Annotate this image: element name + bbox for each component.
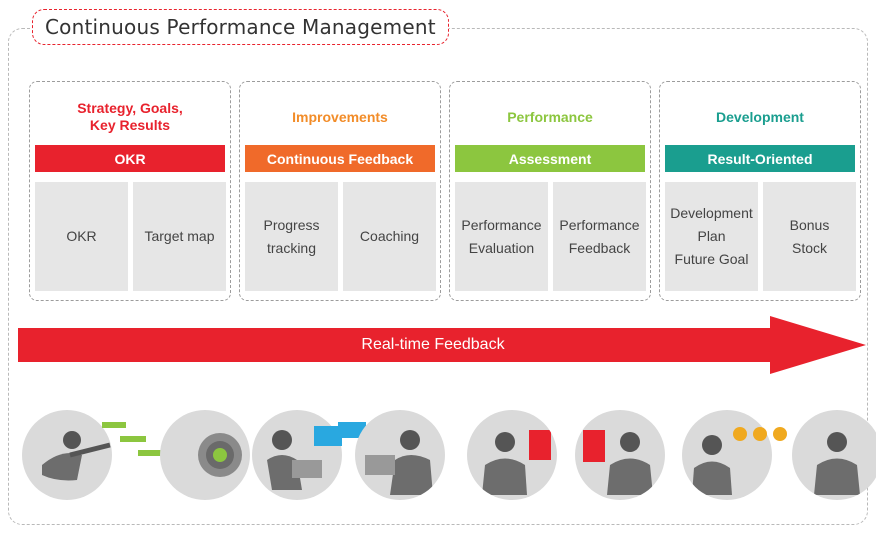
realtime-feedback-arrow: [18, 316, 866, 374]
person-review-illustration: [467, 410, 557, 500]
person-coins-illustration: [682, 410, 772, 500]
green-bars-icon: [102, 422, 164, 456]
person-handshake-illustration: [792, 410, 876, 500]
column-heading: Performance: [507, 108, 593, 125]
coins-icon: [733, 427, 787, 441]
column-bar: Continuous Feedback: [245, 145, 435, 172]
column-heading: Development: [716, 108, 804, 125]
column-bar: Assessment: [455, 145, 645, 172]
person-laptop-chat-illustration: [355, 410, 445, 500]
column-item: Progress tracking: [245, 182, 338, 291]
column-bar: Result-Oriented: [665, 145, 855, 172]
column-item: Bonus Stock: [763, 182, 856, 291]
person-headset-illustration: [252, 410, 342, 500]
column-item: Development Plan Future Goal: [665, 182, 758, 291]
column-heading: Strategy, Goals, Key Results: [77, 100, 183, 133]
column-bar: OKR: [35, 145, 225, 172]
column-item: Target map: [133, 182, 226, 291]
column-item: OKR: [35, 182, 128, 291]
column-item: Performance Evaluation: [455, 182, 548, 291]
column-item: Coaching: [343, 182, 436, 291]
column-item: Performance Feedback: [553, 182, 646, 291]
column-heading: Improvements: [292, 108, 388, 125]
arrow-shape: [18, 316, 866, 374]
diagram-title: Continuous Performance Management: [45, 15, 436, 39]
person-screen-illustration: [575, 410, 665, 500]
person-target-illustration: [160, 410, 250, 500]
arrow-label: Real-time Feedback: [361, 336, 505, 353]
diagram-title-box: Continuous Performance Management: [32, 9, 449, 45]
person-pointing-illustration: [22, 410, 112, 500]
